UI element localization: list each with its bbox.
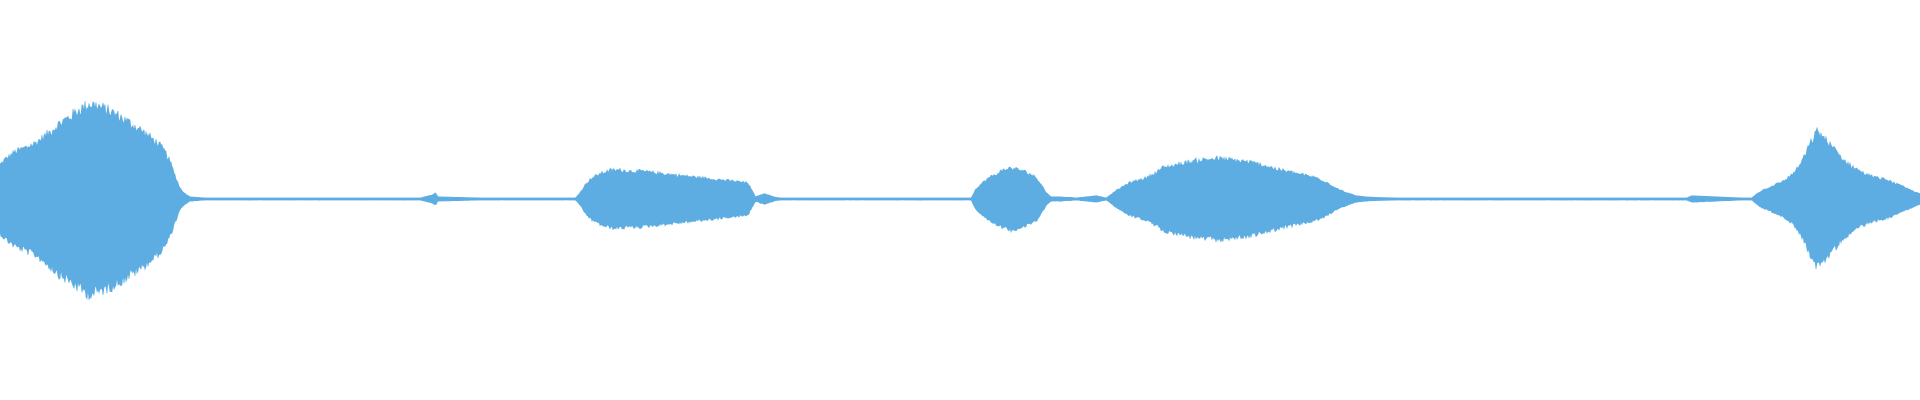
waveform-series-0 xyxy=(0,101,1920,300)
series-layer xyxy=(0,101,1920,300)
